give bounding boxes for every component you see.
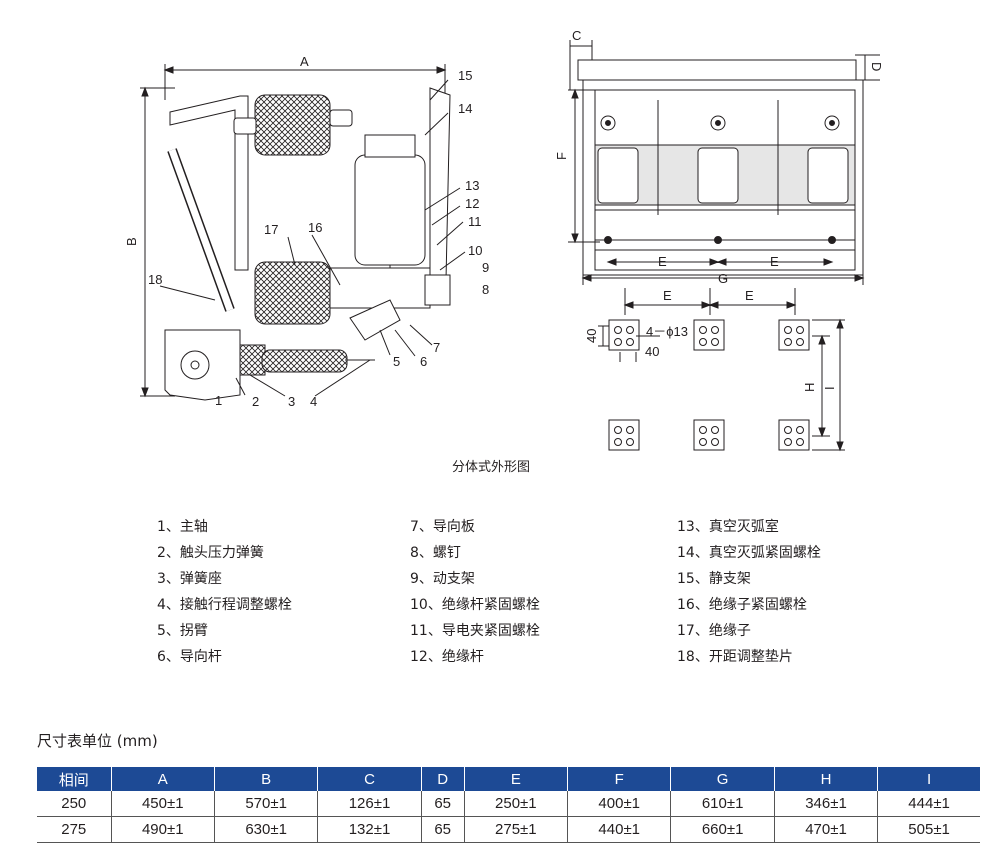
legend-column-2: 7、导向板 8、螺钉 9、动支架 10、绝缘杆紧固螺栓 11、导电夹紧固螺栓 1… bbox=[410, 514, 540, 670]
part-label-9: 9 bbox=[482, 260, 489, 275]
legend-item: 12、绝缘杆 bbox=[410, 649, 484, 665]
dim-e-label: E bbox=[770, 254, 779, 269]
part-label-17: 17 bbox=[264, 222, 278, 237]
column-header: C bbox=[317, 767, 422, 791]
table-cell: 65 bbox=[420, 816, 465, 843]
table-header-row: 相间 A B C D E F G H I bbox=[37, 767, 980, 791]
table-cell: 250±1 bbox=[463, 791, 568, 817]
dimension-table: 相间 A B C D E F G H I 250 450±1 570±1 126… bbox=[37, 767, 980, 843]
legend-item: 8、螺钉 bbox=[410, 545, 461, 561]
part-label-16: 16 bbox=[308, 220, 322, 235]
part-label-15: 15 bbox=[458, 68, 472, 83]
column-header: D bbox=[420, 767, 465, 791]
legend-item: 18、开距调整垫片 bbox=[677, 649, 793, 665]
legend-item: 3、弹簧座 bbox=[157, 571, 222, 587]
legend-column-1: 1、主轴 2、触头压力弹簧 3、弹簧座 4、接触行程调整螺栓 5、拐臂 6、导向… bbox=[157, 514, 292, 670]
table-cell: 470±1 bbox=[773, 816, 878, 843]
part-label-4: 4 bbox=[310, 394, 317, 409]
part-label-6: 6 bbox=[420, 354, 427, 369]
column-header: H bbox=[773, 767, 878, 791]
table-cell: 660±1 bbox=[670, 816, 775, 843]
legend-item: 10、绝缘杆紧固螺栓 bbox=[410, 597, 540, 613]
dim-d-label: D bbox=[869, 62, 884, 71]
hole-size-vertical-label: 40 bbox=[584, 329, 599, 343]
part-label-5: 5 bbox=[393, 354, 400, 369]
dim-f-label: F bbox=[554, 152, 569, 160]
dim-g-label: G bbox=[718, 271, 728, 286]
part-label-14: 14 bbox=[458, 101, 472, 116]
table-cell: 275 bbox=[37, 816, 112, 843]
column-header: E bbox=[463, 767, 568, 791]
part-label-8: 8 bbox=[482, 282, 489, 297]
table-cell: 126±1 bbox=[317, 791, 422, 817]
table-title: 尺寸表单位 (mm) bbox=[37, 732, 158, 750]
legend-item: 5、拐臂 bbox=[157, 623, 208, 639]
table-cell: 570±1 bbox=[213, 791, 318, 817]
table-cell: 132±1 bbox=[317, 816, 422, 843]
legend-item: 13、真空灭弧室 bbox=[677, 519, 779, 535]
dim-c-label: C bbox=[572, 28, 581, 43]
table-cell: 400±1 bbox=[567, 791, 671, 817]
dim-e-label: E bbox=[663, 288, 672, 303]
dim-b-label: B bbox=[124, 237, 139, 246]
table-cell: 275±1 bbox=[463, 816, 568, 843]
table-cell: 444±1 bbox=[877, 791, 980, 817]
table-cell: 346±1 bbox=[773, 791, 878, 817]
table-cell: 505±1 bbox=[877, 816, 980, 843]
table-cell: 490±1 bbox=[110, 816, 215, 843]
part-label-7: 7 bbox=[433, 340, 440, 355]
part-label-3: 3 bbox=[288, 394, 295, 409]
legend-item: 9、动支架 bbox=[410, 571, 475, 587]
dim-a-label: A bbox=[300, 54, 309, 69]
table-cell: 440±1 bbox=[567, 816, 671, 843]
dim-e-label: E bbox=[745, 288, 754, 303]
part-label-2: 2 bbox=[252, 394, 259, 409]
column-header: B bbox=[213, 767, 318, 791]
legend-item: 7、导向板 bbox=[410, 519, 475, 535]
part-label-1: 1 bbox=[215, 393, 222, 408]
part-label-12: 12 bbox=[465, 196, 479, 211]
hole-count-label: 4－ϕ13 bbox=[646, 324, 688, 339]
outline-drawing: A B 15 14 13 12 11 10 9 8 17 16 18 7 5 6… bbox=[124, 28, 884, 452]
legend-item: 6、导向杆 bbox=[157, 649, 222, 665]
legend-item: 16、绝缘子紧固螺栓 bbox=[677, 597, 807, 613]
dim-i-label: I bbox=[822, 386, 837, 390]
dim-e-label: E bbox=[658, 254, 667, 269]
column-header: 相间 bbox=[37, 767, 112, 791]
part-label-18: 18 bbox=[148, 272, 162, 287]
part-label-13: 13 bbox=[465, 178, 479, 193]
legend-item: 17、绝缘子 bbox=[677, 623, 751, 639]
dim-h-label: H bbox=[802, 383, 817, 392]
drawing-caption: 分体式外形图 bbox=[452, 460, 531, 475]
column-header: A bbox=[110, 767, 215, 791]
table-cell: 610±1 bbox=[670, 791, 775, 817]
table-cell: 630±1 bbox=[213, 816, 318, 843]
legend-item: 11、导电夹紧固螺栓 bbox=[410, 623, 540, 639]
legend-column-3: 13、真空灭弧室 14、真空灭弧紧固螺栓 15、静支架 16、绝缘子紧固螺栓 1… bbox=[677, 514, 821, 670]
legend-item: 1、主轴 bbox=[157, 519, 208, 535]
table-cell: 250 bbox=[37, 791, 112, 817]
table-cell: 65 bbox=[420, 791, 465, 817]
hole-size-horizontal-label: 40 bbox=[645, 344, 659, 359]
part-label-10: 10 bbox=[468, 243, 482, 258]
column-header: F bbox=[567, 767, 671, 791]
column-header: G bbox=[670, 767, 775, 791]
legend-item: 4、接触行程调整螺栓 bbox=[157, 597, 292, 613]
column-header: I bbox=[877, 767, 980, 791]
table-row: 250 450±1 570±1 126±1 65 250±1 400±1 610… bbox=[37, 791, 980, 817]
legend-item: 15、静支架 bbox=[677, 571, 751, 587]
legend-item: 2、触头压力弹簧 bbox=[157, 545, 264, 561]
table-row: 275 490±1 630±1 132±1 65 275±1 440±1 660… bbox=[37, 816, 980, 843]
table-cell: 450±1 bbox=[110, 791, 215, 817]
part-label-11: 11 bbox=[468, 214, 482, 229]
legend-item: 14、真空灭弧紧固螺栓 bbox=[677, 545, 821, 561]
